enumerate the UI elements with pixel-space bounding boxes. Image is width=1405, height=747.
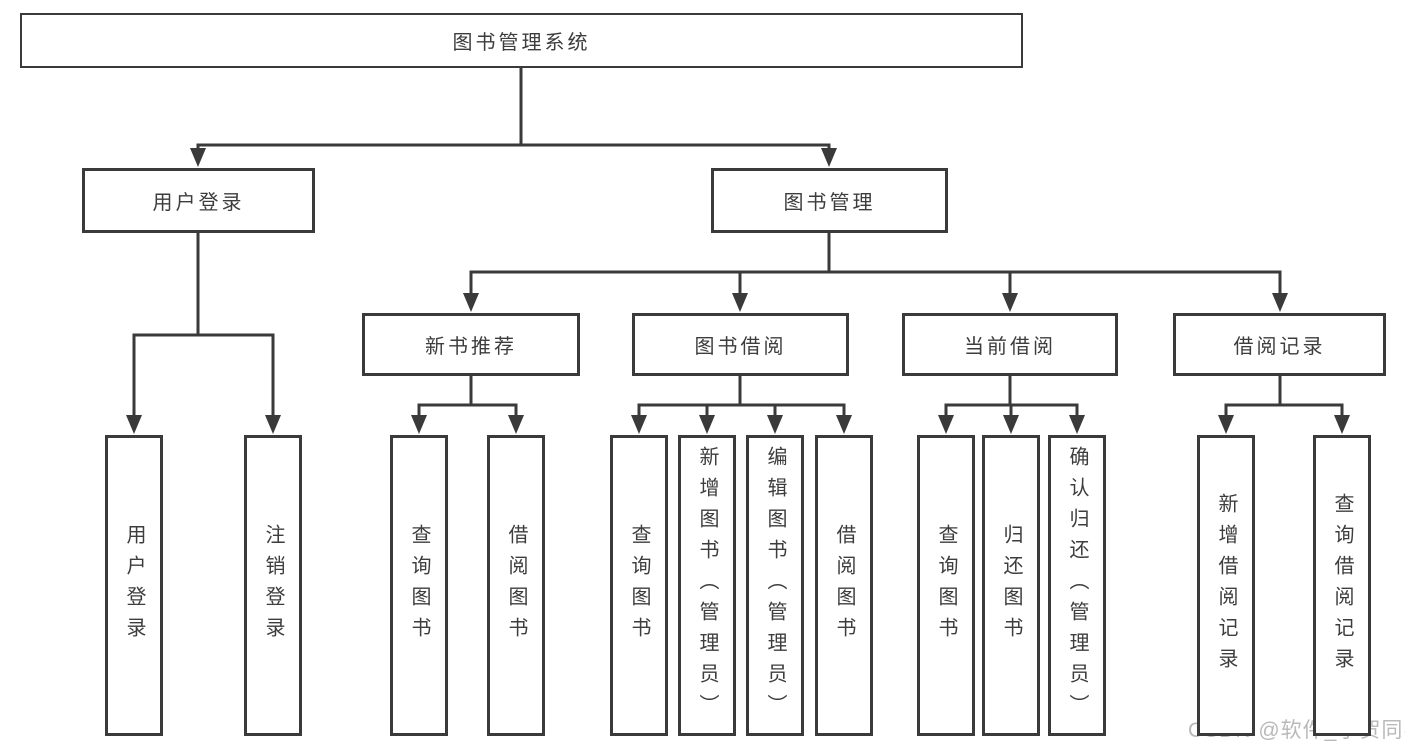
leaf-add-books-admin: 新增图书（管理员） — [678, 435, 736, 736]
leaf-add-borrow-record: 新增借阅记录 — [1197, 435, 1255, 736]
leaf-query-borrow-record: 查询借阅记录 — [1313, 435, 1371, 736]
node-user-login: 用户登录 — [82, 168, 315, 233]
arrow-down-icon — [821, 148, 837, 167]
leaf-return-books: 归还图书 — [982, 435, 1040, 736]
node-library-management-system: 图书管理系统 — [20, 13, 1023, 68]
leaf-borrow-books-recommend: 借阅图书 — [487, 435, 545, 736]
node-label: 查询借阅记录 — [1331, 492, 1353, 679]
arrow-down-icon — [836, 415, 852, 434]
arrow-down-icon — [1002, 293, 1018, 312]
leaf-borrow-books-borrowing: 借阅图书 — [815, 435, 873, 736]
node-label: 图书借阅 — [694, 336, 787, 358]
node-current-borrowing: 当前借阅 — [902, 313, 1118, 376]
node-label: 用户登录 — [123, 523, 145, 648]
arrow-down-icon — [938, 415, 954, 434]
arrow-down-icon — [265, 415, 281, 434]
arrow-down-icon — [732, 293, 748, 312]
leaf-logout: 注销登录 — [244, 435, 302, 736]
node-book-borrowing: 图书借阅 — [632, 313, 849, 376]
leaf-query-books-current: 查询图书 — [917, 435, 975, 736]
node-label: 注销登录 — [262, 523, 284, 648]
leaf-query-books-borrowing: 查询图书 — [610, 435, 668, 736]
node-label: 借阅记录 — [1233, 336, 1326, 358]
node-label: 编辑图书（管理员） — [764, 446, 786, 725]
arrow-down-icon — [463, 293, 479, 312]
arrow-down-icon — [190, 148, 206, 167]
leaf-edit-books-admin: 编辑图书（管理员） — [746, 435, 804, 736]
node-new-book-recommendation: 新书推荐 — [362, 313, 580, 376]
arrow-down-icon — [1003, 415, 1019, 434]
node-label: 图书管理系统 — [452, 32, 591, 54]
node-label: 借阅图书 — [833, 523, 855, 648]
node-borrowing-records: 借阅记录 — [1173, 313, 1386, 376]
leaf-query-books-recommend: 查询图书 — [390, 435, 448, 736]
arrow-down-icon — [1218, 415, 1234, 434]
node-label: 当前借阅 — [964, 336, 1056, 358]
node-label: 查询图书 — [408, 523, 430, 648]
arrow-down-icon — [508, 415, 524, 434]
arrow-down-icon — [1069, 415, 1085, 434]
arrow-down-icon — [631, 415, 647, 434]
leaf-confirm-return-admin: 确认归还（管理员） — [1048, 435, 1106, 736]
node-label: 查询图书 — [628, 523, 650, 648]
node-label: 归还图书 — [1000, 523, 1022, 648]
node-book-management: 图书管理 — [711, 168, 948, 233]
arrow-down-icon — [1334, 415, 1350, 434]
node-label: 新增图书（管理员） — [696, 446, 718, 725]
arrow-down-icon — [126, 415, 142, 434]
node-label: 新增借阅记录 — [1215, 492, 1237, 679]
arrow-down-icon — [411, 415, 427, 434]
node-label: 确认归还（管理员） — [1066, 446, 1088, 725]
arrow-down-icon — [699, 415, 715, 434]
node-label: 用户登录 — [152, 192, 245, 214]
node-label: 借阅图书 — [505, 523, 527, 648]
leaf-user-login: 用户登录 — [105, 435, 163, 736]
node-label: 查询图书 — [935, 523, 957, 648]
node-label: 新书推荐 — [425, 336, 517, 358]
node-label: 图书管理 — [783, 192, 876, 214]
arrow-down-icon — [1272, 293, 1288, 312]
arrow-down-icon — [767, 415, 783, 434]
